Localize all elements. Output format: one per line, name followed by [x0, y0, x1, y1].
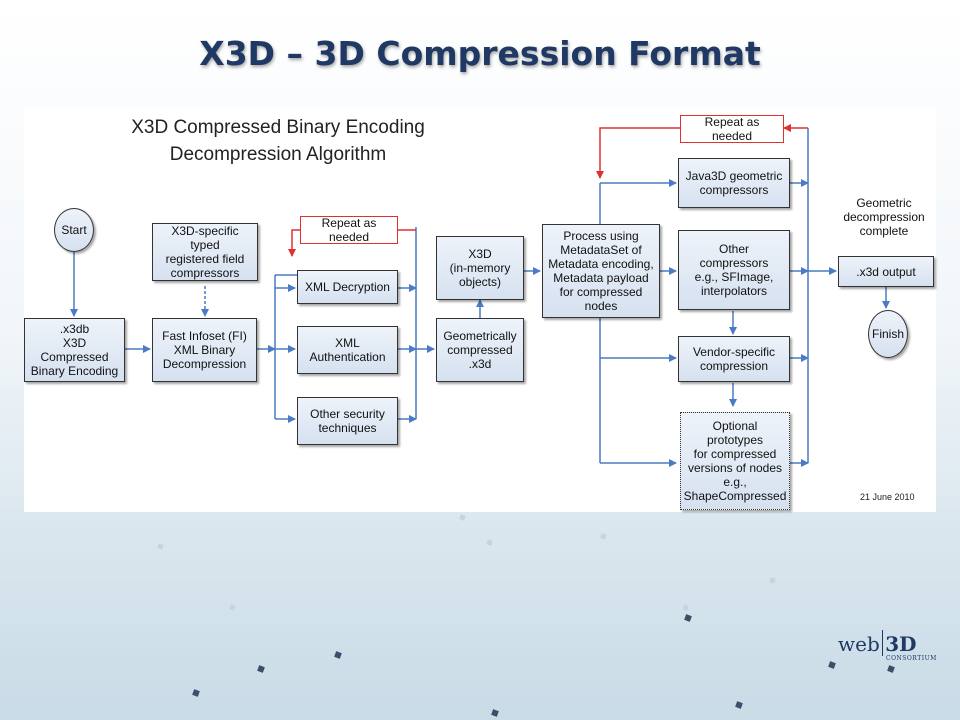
- geometrically-compressed-box: Geometrically compressed .x3d: [436, 318, 524, 382]
- decor-square: [600, 533, 607, 540]
- decor-square: [229, 604, 236, 611]
- logo-consortium-text: CONSORTIUM: [886, 655, 937, 662]
- xml-authentication-box: XML Authentication: [297, 326, 398, 374]
- geometric-complete-label: Geometric decompression complete: [843, 196, 925, 238]
- x3d-output-box: .x3d output: [838, 256, 934, 287]
- repeat-right-back: [596, 127, 680, 179]
- decor-square: [157, 543, 164, 550]
- decor-square: [491, 709, 499, 717]
- connector-arrows: [70, 124, 890, 467]
- diagram-title-line2: Decompression Algorithm: [169, 144, 387, 165]
- logo-separator: [881, 630, 884, 656]
- decor-square: [257, 665, 265, 673]
- decor-square: [192, 689, 200, 697]
- typed-compressors-box: X3D-specific typed registered field comp…: [152, 223, 258, 281]
- decor-square: [769, 577, 776, 584]
- diagram-title-line1: X3D Compressed Binary Encoding: [131, 117, 425, 138]
- diagram-title: X3D Compressed Binary Encoding Decompres…: [108, 114, 448, 168]
- fast-infoset-box: Fast Infoset (FI) XML Binary Decompressi…: [152, 318, 257, 382]
- repeat-left-back: [288, 229, 300, 257]
- finish-node: Finish: [868, 310, 908, 358]
- decor-square: [684, 614, 692, 622]
- decor-square: [887, 665, 895, 673]
- x3d-memory-box: X3D (in-memory objects): [436, 236, 524, 300]
- vendor-specific-box: Vendor-specific compression: [678, 336, 790, 382]
- xml-decryption-box: XML Decryption: [297, 270, 398, 304]
- optional-prototypes-box: Optional prototypes for compressed versi…: [680, 412, 790, 510]
- start-node: Start: [54, 208, 94, 252]
- decor-square: [334, 651, 342, 659]
- decor-square: [486, 539, 493, 546]
- flow-diagram: X3D Compressed Binary Encoding Decompres…: [24, 108, 936, 512]
- process-metadata-box: Process using MetadataSet of Metadata en…: [542, 224, 660, 318]
- decor-square: [459, 514, 466, 521]
- slide-title: X3D – 3D Compression Format: [199, 34, 761, 73]
- logo-web-text: web: [838, 632, 880, 656]
- java3d-box: Java3D geometric compressors: [678, 158, 790, 208]
- decor-square: [682, 604, 689, 611]
- x3db-box: .x3db X3D Compressed Binary Encoding: [24, 318, 125, 382]
- logo-3d-text: 3D: [885, 632, 917, 656]
- repeat-as-needed-right: Repeat as needed: [680, 115, 784, 143]
- other-security-box: Other security techniques: [297, 397, 398, 445]
- date-label: 21 June 2010: [860, 492, 915, 502]
- repeat-as-needed-left: Repeat as needed: [300, 216, 398, 244]
- decor-square: [735, 701, 743, 709]
- other-compressors-box: Other compressors e.g., SFImage, interpo…: [678, 230, 790, 310]
- decor-square: [828, 661, 836, 669]
